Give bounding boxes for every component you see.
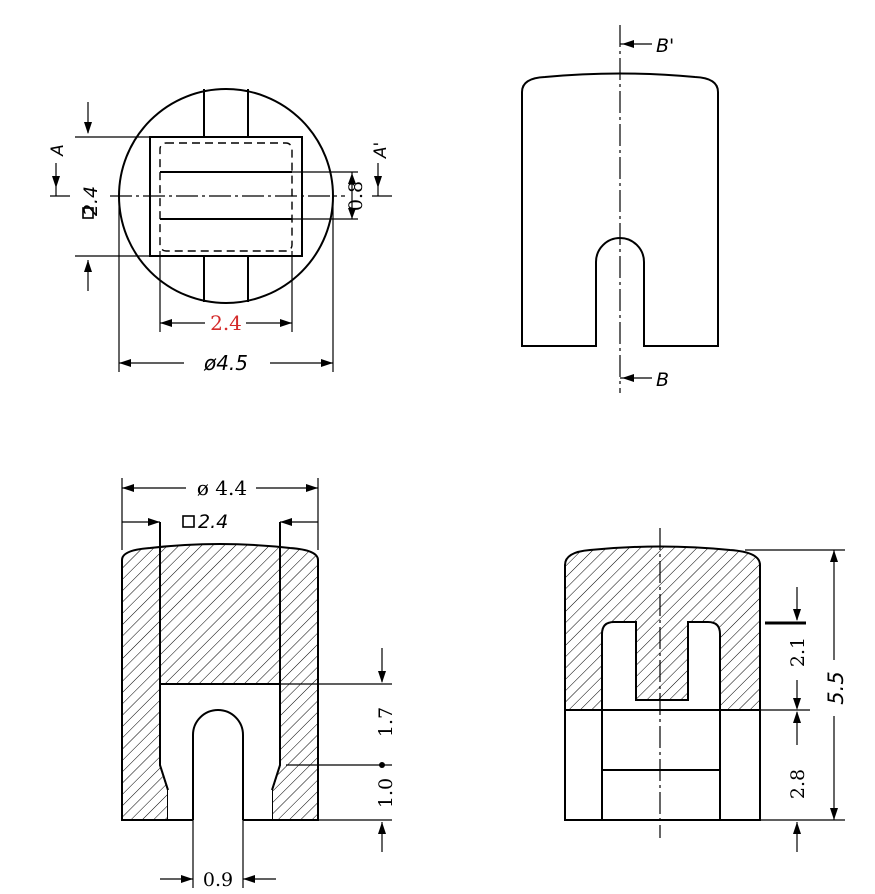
square-size-label: 2.4 xyxy=(80,186,102,216)
square-symbol-icon xyxy=(182,515,195,528)
square-symbol-icon xyxy=(82,207,94,219)
top-view: 2.4 A A' 0.8 2.4 ø4.5 xyxy=(48,88,392,375)
dim-upper-label: 1.7 xyxy=(375,707,397,737)
section-b-view: 5.5 2.1 2.8 xyxy=(564,528,848,852)
inner-width-label: 2.4 xyxy=(210,311,242,335)
outer-diameter-label: ø4.5 xyxy=(203,351,248,375)
dim-total-label: 5.5 xyxy=(824,671,848,704)
square-size-label: 2.4 xyxy=(198,511,228,533)
side-view: B' B xyxy=(521,25,719,393)
section-a-prime-label: A' xyxy=(371,142,391,159)
section-a-view: ø 4.4 2.4 1.7 1.0 0.9 xyxy=(121,476,397,891)
dim-lower-label: 1.0 xyxy=(375,778,397,808)
dim-bottom-label: 2.8 xyxy=(787,769,809,799)
section-b-label: B xyxy=(656,369,669,391)
slot-width-label: 0.8 xyxy=(345,181,367,211)
section-b-prime-label: B' xyxy=(656,35,674,57)
dim-top-label: 2.1 xyxy=(787,637,809,667)
outer-diameter-label: ø 4.4 xyxy=(197,476,247,500)
slot-width-label: 0.9 xyxy=(203,869,233,891)
section-a-label: A xyxy=(48,144,68,157)
